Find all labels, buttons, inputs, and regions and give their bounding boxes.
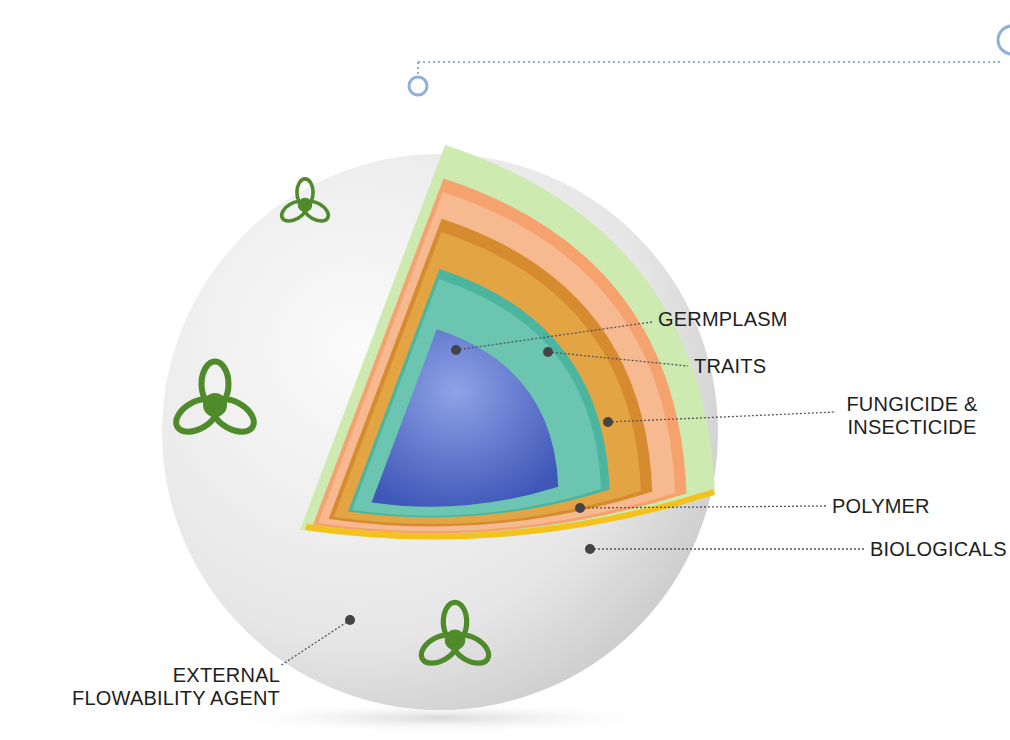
part-label: BIOLOGICALS xyxy=(870,538,1006,561)
part-label: TRAITS xyxy=(694,355,854,378)
part-label: EXTERNAL FLOWABILITY AGENT xyxy=(62,664,280,710)
part-label: GERMPLASM xyxy=(658,308,858,331)
part-label: POLYMER xyxy=(832,495,992,518)
part-label: FUNGICIDE & INSECTICIDE xyxy=(832,393,992,439)
